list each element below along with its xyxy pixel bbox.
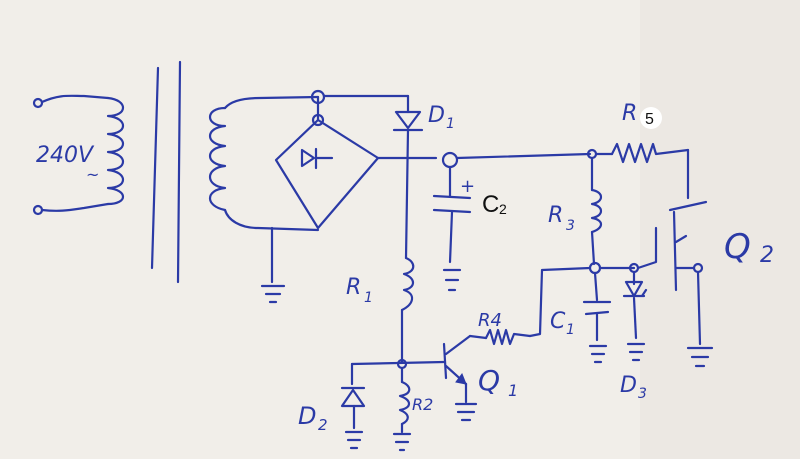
transistor-q2 xyxy=(668,200,714,368)
c2-plus-label: + xyxy=(460,176,475,197)
secondary-coil-icon xyxy=(208,106,227,212)
r3-subscript: 3 xyxy=(566,218,575,234)
r5-label: R xyxy=(622,101,637,126)
c2-subscript: 2 xyxy=(499,201,507,217)
diode-icon xyxy=(394,110,422,130)
resistor-r4 xyxy=(468,266,592,346)
r5-number: 5 xyxy=(645,111,654,128)
d1-label: D xyxy=(428,103,445,128)
ground-icon xyxy=(260,284,286,304)
d2-subscript: 2 xyxy=(318,416,328,434)
r4-label: R4 xyxy=(478,310,502,331)
resistor-r3 xyxy=(590,156,603,266)
r1-label: R xyxy=(346,275,361,300)
c1-subscript: 1 xyxy=(566,322,575,338)
resistor-r2 xyxy=(392,366,412,452)
primary-coil-icon xyxy=(106,96,125,206)
zener-diode-d3 xyxy=(622,270,648,362)
d3-label: D xyxy=(620,373,637,398)
r1-subscript: 1 xyxy=(364,290,373,306)
transistor-q1 xyxy=(442,334,478,422)
c2-label: C xyxy=(482,191,499,218)
transformer-core xyxy=(150,60,182,284)
ac-symbol-label: ~ xyxy=(86,165,99,184)
q1-label: Q xyxy=(478,364,500,397)
resistor-r5 xyxy=(610,142,690,200)
resistor-r1 xyxy=(400,256,415,364)
transformer-secondary xyxy=(208,95,320,232)
mains-voltage-label: 240V xyxy=(36,143,95,168)
q2-subscript: 2 xyxy=(760,243,774,268)
d3-subscript: 3 xyxy=(638,386,647,402)
paper-fold-shadow xyxy=(640,0,800,459)
labels: 240V ~ D 1 R 5 + C 2 R 3 Q 2 R 1 R4 C 1 … xyxy=(36,101,774,434)
resistor-icon xyxy=(610,142,690,164)
q2-label: Q xyxy=(724,227,751,267)
diode-d1 xyxy=(392,94,424,260)
r3-label: R xyxy=(548,203,563,228)
r5-number-badge xyxy=(640,107,662,129)
diode-d2 xyxy=(340,362,366,450)
transformer-primary xyxy=(32,94,125,216)
c1-label: C xyxy=(550,309,566,334)
capacitor-c2 xyxy=(432,165,472,292)
capacitor-c1 xyxy=(582,271,612,364)
npn-transistor-icon xyxy=(444,334,472,356)
d1-subscript: 1 xyxy=(446,116,455,132)
d2-label: D xyxy=(298,402,316,430)
q1-subscript: 1 xyxy=(508,381,518,400)
r2-label: R2 xyxy=(412,395,433,414)
